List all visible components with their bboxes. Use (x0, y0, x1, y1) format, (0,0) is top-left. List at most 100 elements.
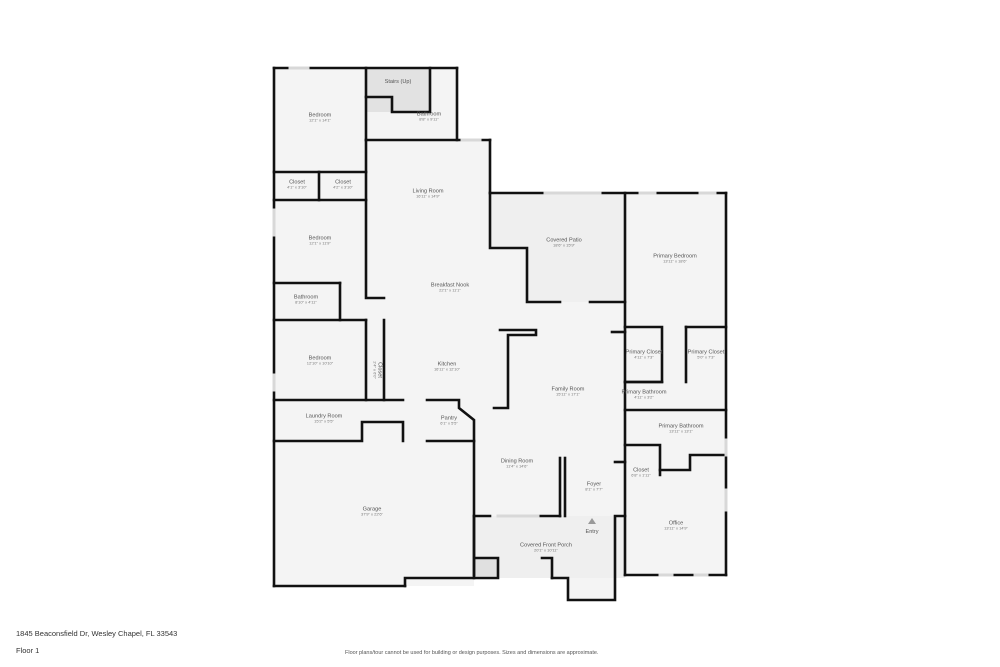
room-dimensions: 8'1" x 7'7" (585, 486, 603, 492)
room-dimensions: 8'10" x 4'11" (295, 299, 317, 305)
wall (272, 420, 405, 443)
room-name: Laundry Room (305, 413, 343, 420)
entry-arrow-icon (588, 518, 596, 524)
room-name: Foyer (586, 481, 602, 488)
room-dimensions: 2'4" x 6'0" (372, 361, 378, 379)
room-name: Closet (289, 179, 305, 186)
wall (425, 398, 476, 577)
room-name: Bathroom (416, 111, 442, 118)
room-name: Primary Closet (687, 349, 725, 356)
room-name: Primary Closet (625, 349, 663, 356)
property-address: 1845 Beaconsfield Dr, Wesley Chapel, FL … (16, 629, 178, 638)
room-dimensions: 13'11" x 14'9" (664, 525, 688, 531)
stairs (366, 68, 430, 112)
room-name: Garage (362, 506, 382, 513)
room-dimensions: 15'2" x 5'5" (314, 418, 334, 424)
floor-areas (274, 68, 726, 600)
room-dimensions: 20'1" x 10'11" (534, 547, 558, 553)
wall (492, 328, 538, 410)
room-name: Covered Patio (546, 237, 582, 244)
room-name: Stairs (Up) (384, 78, 412, 85)
room-name: Family Room (551, 386, 585, 393)
room-dimensions: 6'8" x 1'11" (631, 472, 651, 478)
room-name: Entry (585, 528, 599, 535)
room-dimensions: 4'2" x 3'10" (333, 184, 353, 190)
room-dimensions: 22'1" x 11'1" (439, 287, 461, 293)
room-dimensions: 15'11" x 17'1" (556, 391, 580, 397)
room-name: Office (668, 520, 684, 527)
room-dimensions: 4'1" x 3'10" (287, 184, 307, 190)
porch-column (474, 558, 498, 576)
room-name: Closet (335, 179, 351, 186)
floor-label: Floor 1 (16, 646, 40, 655)
room-dimensions: 13'11" x 18'6" (663, 258, 687, 264)
floor (366, 140, 490, 193)
room-name: Primary Bedroom (653, 253, 697, 260)
disclaimer: Floor plans/tour cannot be used for buil… (345, 650, 599, 656)
patio-floor (490, 193, 625, 302)
room-name: Primary Bathroom (621, 389, 667, 396)
wall (364, 66, 432, 114)
wall (364, 138, 386, 300)
walls (272, 66, 728, 602)
wall (550, 514, 627, 602)
room-dimensions: 6'1" x 5'5" (440, 420, 458, 426)
wall (488, 191, 562, 304)
room-name: Breakfast Nook (430, 282, 470, 289)
room-dimensions: 16'11" x 14'9" (416, 193, 440, 199)
room-name: Pantry (440, 415, 458, 422)
room-name: Bathroom (293, 294, 319, 301)
room-name: Bedroom (308, 355, 332, 362)
room-dimensions: 4'11" x 7'3" (634, 354, 654, 360)
room-name: Covered Front Porch (520, 542, 572, 549)
room-name: Primary Bathroom (658, 423, 704, 430)
room-dimensions: 18'6" x 15'9" (553, 242, 575, 248)
room-label: Stairs (Up) (385, 79, 412, 85)
room-dimensions: 16'11" x 12'10" (433, 366, 461, 372)
room-dimensions: 4'11" x 3'2" (634, 394, 654, 400)
wall (658, 453, 728, 472)
room-name: Dining Room (500, 458, 534, 465)
room-dimensions: 37'9" x 22'6" (361, 511, 383, 517)
room-name: Living Room (412, 188, 444, 195)
wall (403, 576, 476, 588)
wall (540, 556, 554, 580)
room-label: Entry (585, 529, 598, 535)
room-name: Kitchen (437, 361, 457, 368)
room-dimensions: 11'4" x 14'6" (506, 463, 528, 469)
wall (472, 514, 500, 580)
room-dimensions: 5'0" x 7'3" (697, 354, 715, 360)
room-name: Bedroom (308, 235, 332, 242)
room-dimensions: 12'10" x 10'10" (306, 360, 334, 366)
room-dimensions: 12'1" x 14'1" (309, 117, 331, 123)
room-dimensions: 8'8" x 9'11" (419, 116, 439, 122)
room-name: Bedroom (308, 112, 332, 119)
wall (623, 443, 662, 477)
